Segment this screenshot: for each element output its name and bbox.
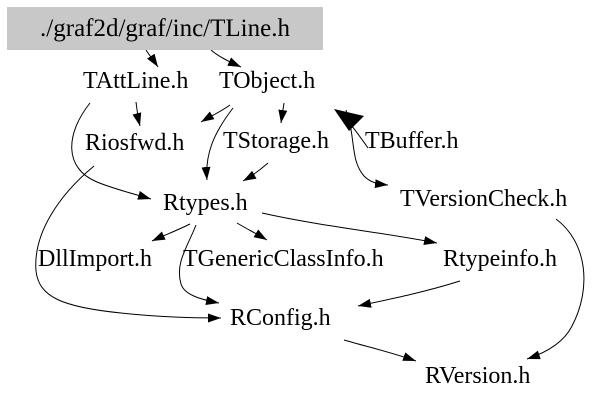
edge-tobject-tversioncheck [345,109,389,189]
edge-rtypes-dllimport [151,223,191,242]
edge-rtypes-tgenericclassinfo [236,222,268,241]
edge-rtypes-rconfig [178,224,220,305]
edge-tattline-riosfwd [132,101,142,127]
node-rtypeinfo[interactable]: Rtypeinfo.h [443,246,557,272]
edge-tobject-tstorage [278,102,288,124]
edge-tstorage-rtypes [242,162,269,182]
node-tobject[interactable]: TObject.h [219,68,316,94]
edge-tbuffer-tobject-arrowhead [334,109,364,131]
node-tbuffer[interactable]: TBuffer.h [365,128,459,154]
node-tstorage[interactable]: TStorage.h [223,128,329,154]
node-tattline[interactable]: TAttLine.h [83,68,189,94]
node-rversion[interactable]: RVersion.h [425,363,531,389]
edge-tversioncheck-rversion [526,218,585,360]
node-riosfwd[interactable]: Riosfwd.h [85,130,185,156]
edge-tobject-rtypes [201,107,234,181]
edge-tline-tobject [210,49,242,68]
edge-tattline-rtypes [71,102,152,200]
node-tline-root: ./graf2d/graf/inc/TLine.h [7,7,323,50]
edge-rtypeinfo-rconfig [357,280,461,308]
node-rconfig[interactable]: RConfig.h [230,305,331,331]
edge-tobject-riosfwd [200,104,231,123]
node-tversioncheck[interactable]: TVersionCheck.h [400,186,568,212]
edge-tline-tattline [145,49,159,68]
edge-rtypes-rtypeinfo [261,212,438,245]
node-dllimport[interactable]: DllImport.h [38,246,152,272]
node-tgenericclassinfo[interactable]: TGenericClassInfo.h [183,246,384,272]
edge-riosfwd-rconfig [35,165,222,323]
edge-rconfig-rversion [343,339,417,362]
node-rtypes[interactable]: Rtypes.h [163,190,248,216]
